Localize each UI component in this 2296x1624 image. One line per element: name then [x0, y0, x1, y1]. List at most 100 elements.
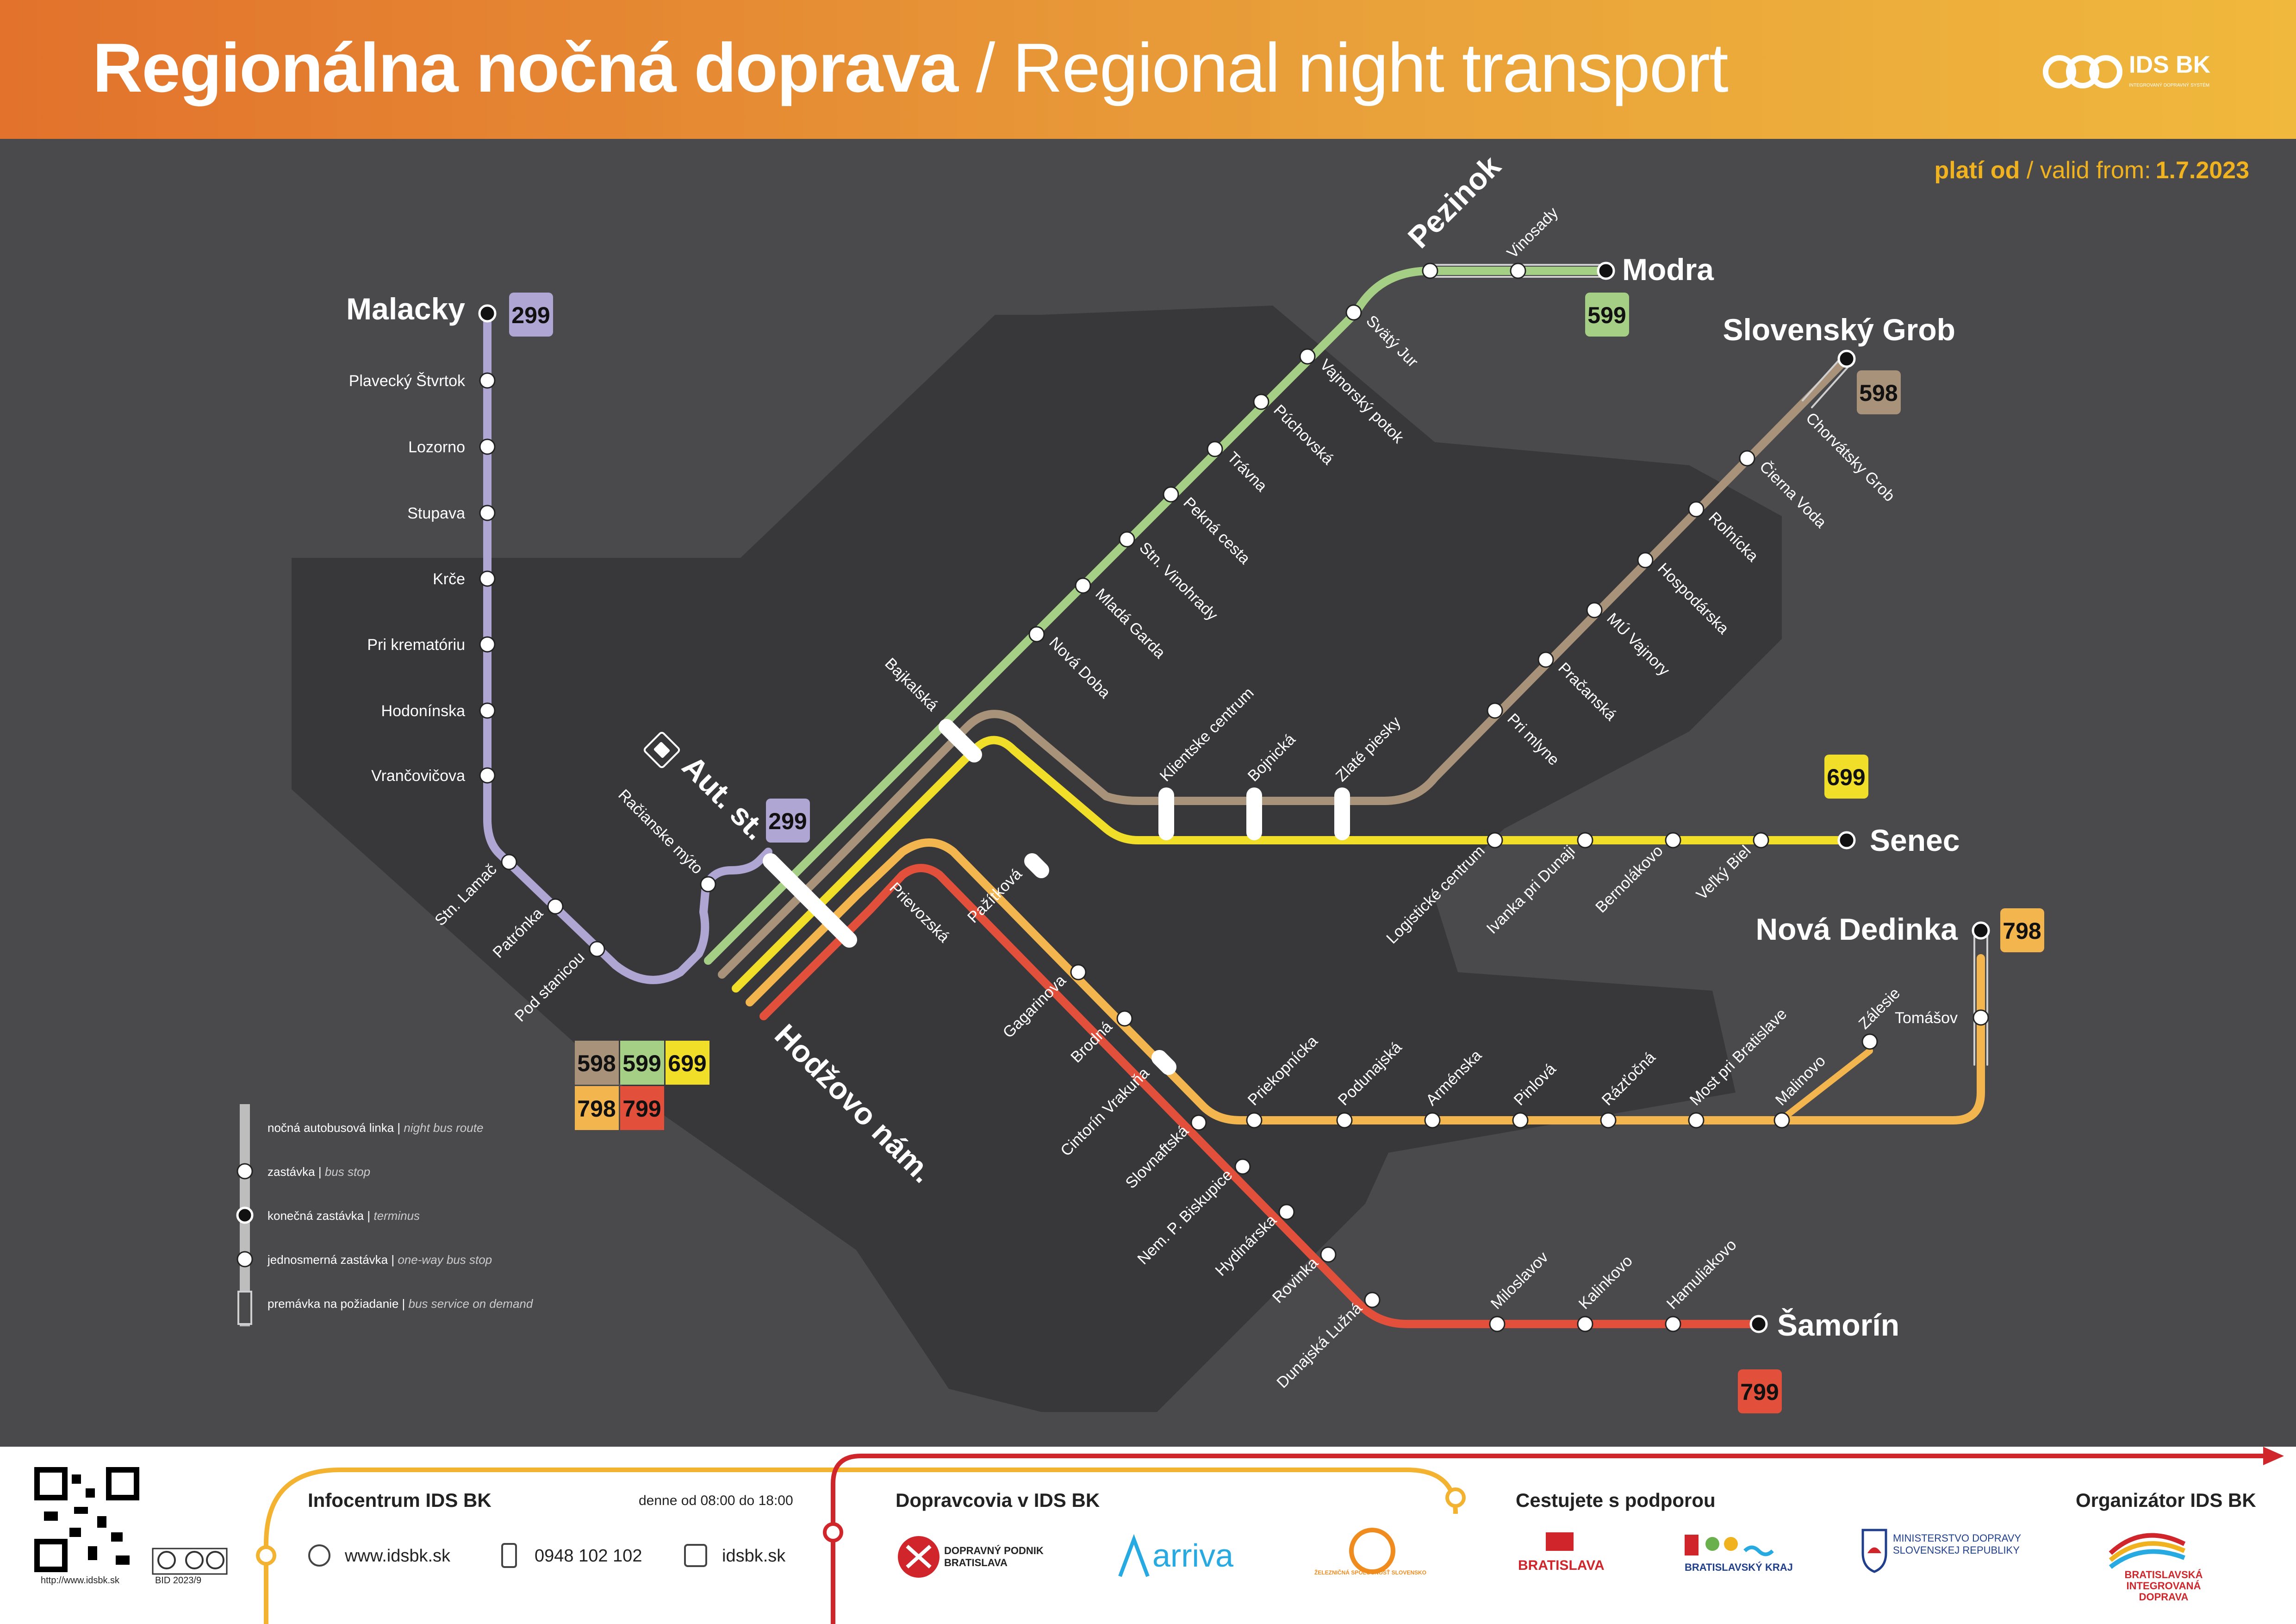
validity-label-sk: platí od: [1935, 157, 2020, 184]
bratislava-name: BRATISLAVA: [1518, 1558, 1605, 1573]
stop-pod-stanicou: [589, 941, 605, 957]
stop-krce: [479, 570, 496, 587]
stop-hydinarska: [1278, 1204, 1295, 1220]
terminus-malacky: [478, 304, 497, 323]
hub-badge-599: [620, 1041, 664, 1085]
route-798: [746, 838, 1985, 1124]
label-hamuliakovo: Hamuliakovo: [1663, 1236, 1740, 1313]
badge-699-label: 699: [1827, 764, 1865, 790]
stop-svaty-jur: [1345, 304, 1362, 321]
zssk-name: ŽELEZNIČNÁ SPOLOČNOSŤ SLOVENSKO: [1314, 1569, 1427, 1576]
bsk-logo-icon: [1685, 1535, 1774, 1556]
organizer-title: Organizátor IDS BK: [2076, 1489, 2256, 1511]
stop-racianske: [700, 876, 716, 893]
badge-598-label: 598: [1859, 380, 1898, 406]
validity-date: 1.7.2023: [2156, 157, 2249, 184]
stop-pinlova: [1512, 1112, 1529, 1129]
route-699: [732, 736, 1851, 993]
label-senec: Senec: [1870, 823, 1960, 857]
phone-number[interactable]: 0948 102 102: [535, 1546, 642, 1566]
badge-599: [1585, 293, 1629, 337]
stop-most: [1688, 1112, 1705, 1129]
hub-stop-pazitkova: [1024, 853, 1049, 878]
stop-kalinkovo: [1577, 1316, 1593, 1332]
logo-subtext: INTEGROVANÝ DOPRAVNÝ SYSTÉM: [2129, 82, 2209, 88]
qr-code: [34, 1467, 139, 1572]
stop-biskupice: [1234, 1158, 1251, 1175]
label-tomasov: Tomášov: [1895, 1009, 1958, 1027]
label-pezinok: Pezinok: [1401, 149, 1507, 255]
stop-puchovska: [1253, 394, 1269, 410]
facebook-icon: [684, 1544, 707, 1567]
footer-yellow-dot: [256, 1545, 276, 1566]
legend-oneway-text: jednosmerná zastávka | one-way bus stop: [267, 1253, 492, 1267]
hub-badge-799-label: 799: [622, 1096, 661, 1122]
badge-798: [2000, 908, 2044, 952]
stop-pekna: [1163, 486, 1179, 503]
stop-krematorium: [479, 636, 496, 653]
qr-url[interactable]: http://www.idsbk.sk: [41, 1575, 120, 1586]
hub-stop-aut-st: [763, 853, 857, 948]
header-bar: Regionálna nočná doprava / Regional nigh…: [0, 0, 2296, 139]
legend-terminus-icon: [236, 1206, 254, 1224]
legend-route-text: nočná autobusová linka | night bus route: [268, 1121, 483, 1135]
web-link[interactable]: www.idsbk.sk: [345, 1546, 451, 1566]
hub-badge-799: [620, 1086, 664, 1130]
arriva-logo-icon: [1118, 1534, 1150, 1577]
hub-badge-699-label: 699: [668, 1050, 706, 1076]
stop-vinosady: [1510, 262, 1526, 279]
terminus-samorin: [1749, 1315, 1768, 1333]
stop-stupava: [479, 505, 496, 521]
label-luzna: Dunajská Lužná: [1273, 1299, 1365, 1392]
badge-599-label: 599: [1587, 302, 1626, 328]
stop-cierna-voda: [1739, 450, 1755, 467]
hub-badge-798: [575, 1086, 619, 1130]
bid-code: BID 2023/9: [155, 1575, 202, 1586]
stop-lozorno: [479, 438, 496, 455]
legend-oneway-icon: [236, 1251, 253, 1268]
organizer-name: BRATISLAVSKÁ INTEGROVANÁ DOPRAVA: [2124, 1569, 2203, 1603]
terminus-modra: [1597, 262, 1615, 280]
zssk-logo-icon: [1349, 1528, 1395, 1574]
terminus-nova-dedinka: [1972, 921, 1990, 940]
label-kalinkovo: Kalinkovo: [1575, 1252, 1636, 1313]
stop-mu-vajnory: [1586, 602, 1603, 618]
infocentrum-hours: denne od 08:00 do 18:00: [639, 1493, 793, 1508]
stop-plavecky: [479, 372, 496, 389]
label-plavecky: Plavecký Štvrtok: [349, 372, 466, 390]
footer-red-line: [831, 1454, 2268, 1624]
label-samorin: Šamorín: [1777, 1308, 1899, 1342]
dpb-name: DOPRAVNÝ PODNIK BRATISLAVA: [944, 1545, 1044, 1568]
hub-badge-598-label: 598: [577, 1050, 616, 1076]
stop-ivanka: [1577, 832, 1593, 849]
label-vinosady: Vinosady: [1504, 204, 1562, 262]
badge-299-hub-label: 299: [768, 808, 807, 834]
facebook-link[interactable]: idsbk.sk: [722, 1546, 786, 1566]
stop-vajnorsky: [1299, 348, 1316, 365]
footer-red-dot: [823, 1522, 843, 1543]
hub-badge-599-label: 599: [622, 1050, 661, 1076]
footer: http://www.idsbk.sk BID 2023/9 Infocentr…: [0, 1447, 2296, 1624]
validity-label-en: valid from:: [2040, 157, 2151, 184]
stops-layer: [479, 262, 1989, 1332]
footer-yellow-dot-2: [1445, 1487, 1466, 1508]
carriers-title: Dopravcovia v IDS BK: [896, 1489, 1100, 1511]
logo-text: IDS BK: [2129, 51, 2211, 78]
route-798-zalesie: [1783, 1048, 1873, 1119]
support-title: Cestujete s podporou: [1516, 1489, 1716, 1511]
stop-miloslavov: [1489, 1316, 1506, 1332]
stop-luzna: [1364, 1292, 1381, 1308]
legend-ondemand-text: premávka na požiadanie | bus service on …: [268, 1297, 534, 1311]
route-598: [718, 355, 1851, 979]
stop-vinohrady: [1119, 531, 1135, 548]
route-299: [483, 309, 772, 984]
stop-pri-mlyne: [1487, 702, 1503, 719]
label-ivanka: Ivanka pri Dunaji: [1483, 842, 1579, 937]
stop-zalesie: [1861, 1033, 1878, 1050]
stop-rolnicka: [1688, 501, 1705, 518]
bratislava-logo-icon: [1546, 1532, 1574, 1551]
stop-brodna: [1116, 1010, 1133, 1027]
title-en: Regional night transport: [1013, 29, 1729, 106]
label-lozorno: Lozorno: [408, 438, 465, 456]
ministry-name: MINISTERSTVO DOPRAVY SLOVENSKEJ REPUBLIK…: [1893, 1532, 2021, 1556]
